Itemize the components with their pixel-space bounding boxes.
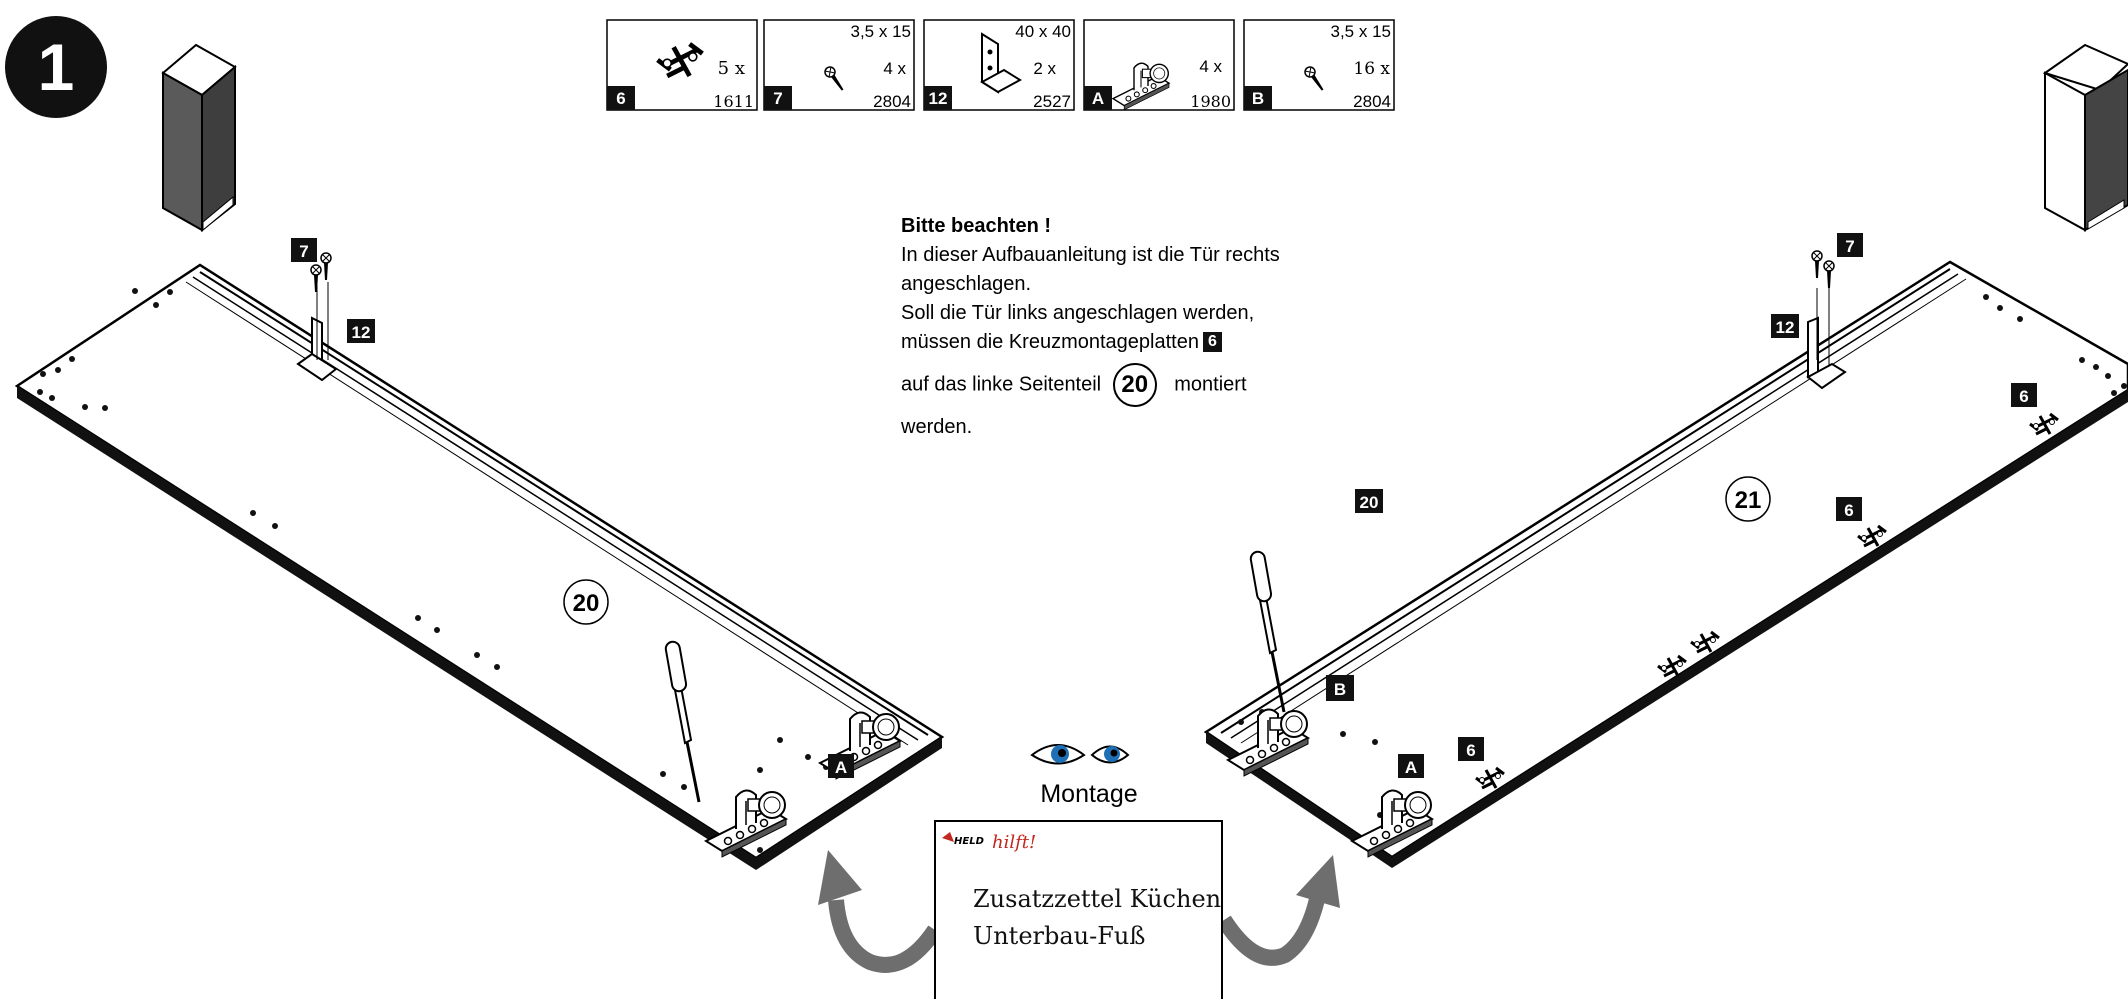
step-number-circle (5, 16, 107, 118)
part-badge: 6 (616, 89, 625, 108)
plate-badge-6-bottom: 6 (1466, 741, 1475, 760)
note-heading: Bitte beachten ! (901, 215, 1052, 237)
part-size: 3,5 x 15 (1331, 22, 1392, 41)
brand-name: HELD (954, 836, 984, 847)
bracket-badge-12-right: 12 (1776, 318, 1795, 337)
part-qty: 5 x (718, 58, 745, 79)
part-cell-a: 4 x A 1980 (1083, 19, 1235, 111)
panel-number-20: 20 (573, 590, 600, 617)
parts-list: 5 x 6 1611 3,5 x 15 4 x 7 2804 40 x 40 2… (606, 19, 1395, 111)
foot-badge-a-right: A (1405, 758, 1417, 777)
screw-icon (320, 252, 332, 281)
eyes-icon (1030, 744, 1130, 765)
note-line-text: montiert (1174, 373, 1247, 396)
part-qty: 4 x (1199, 57, 1222, 76)
step-number: 1 (38, 30, 75, 104)
part-cell-6: 5 x 6 1611 (606, 19, 758, 111)
angle-bracket-icon (980, 32, 1022, 94)
note-line-text: auf das linke Seitenteil (901, 373, 1102, 396)
note-line-text: müssen die Kreuzmontageplatten (901, 331, 1199, 353)
screw-icon (1823, 260, 1835, 289)
note-line: In dieser Aufbauanleitung ist die Tür re… (901, 244, 1280, 266)
part-article: 1980 (1190, 92, 1231, 111)
insert-sheet-title: Zusatzzettel Küchen Unterbau-Fuß (973, 881, 1221, 955)
part-badge: 12 (929, 89, 948, 108)
brand-logo: HELD hilft! (942, 832, 1036, 853)
part-badge: B (1252, 89, 1264, 108)
screw-icon (1811, 250, 1823, 279)
part-cell-b: 3,5 x 15 16 x B 2804 (1243, 19, 1395, 111)
part-qty: 16 x (1353, 59, 1390, 79)
part-size: 40 x 40 (1015, 22, 1071, 41)
note-panel-number: 20 (1112, 363, 1157, 407)
plate-badge-6-middle: 6 (1844, 501, 1853, 520)
note-line: Soll die Tür links angeschlagen werden, (901, 302, 1255, 324)
center-badge-20: 20 (1360, 493, 1379, 512)
screwdriver-icon (1248, 549, 1286, 714)
part-cell-12: 40 x 40 2 x 12 2527 (923, 19, 1075, 111)
angle-bracket-icon (296, 282, 338, 382)
arrow-right-icon (1217, 855, 1340, 966)
screw-badge-b: B (1334, 680, 1346, 699)
insert-sheet: HELD hilft! (934, 820, 1223, 999)
montage-label: Montage (1040, 780, 1137, 808)
part-article: 2527 (1033, 92, 1071, 111)
part-qty: 4 x (883, 59, 906, 78)
part-size: 3,5 x 15 (851, 22, 912, 41)
part-cell-7: 3,5 x 15 4 x 7 2804 (763, 19, 915, 111)
insert-title-line-1: Zusatzzettel Küchen (973, 885, 1222, 913)
screw-icon (310, 264, 322, 293)
right-side-panel: 7 12 6 6 6 B A 21 (1203, 233, 2128, 868)
left-side-panel: 7 12 20 A (14, 238, 945, 870)
bracket-badge-12-left: 12 (352, 323, 371, 342)
cabinet-icon-right (2042, 43, 2128, 232)
part-badge: 7 (773, 89, 782, 108)
part-qty: 2 x (1033, 59, 1056, 78)
note-line: auf das linke Seitenteil 20 montiert (901, 363, 1321, 407)
cabinet-icon-left (161, 43, 237, 233)
brand-tag: hilft! (992, 832, 1036, 853)
plate-badge-6-top: 6 (2019, 387, 2028, 406)
part-badge: A (1092, 89, 1104, 108)
note-part-badge: 6 (1202, 332, 1222, 352)
part-article: 2804 (1353, 92, 1391, 111)
panel-number-21: 21 (1735, 487, 1762, 514)
note-line: angeschlagen. (901, 273, 1032, 295)
part-article: 1611 (713, 92, 754, 111)
screw-badge-7-right: 7 (1845, 237, 1854, 256)
arrow-left-icon (818, 850, 942, 973)
part-article: 2804 (873, 92, 911, 111)
screw-badge-7-left: 7 (299, 242, 308, 261)
note-line: werden. (901, 416, 973, 438)
angle-bracket-icon (1806, 286, 1847, 390)
assembly-note: Bitte beachten ! In dieser Aufbauanleitu… (901, 212, 1321, 442)
insert-title-line-2: Unterbau-Fuß (973, 922, 1146, 950)
foot-badge-a-left: A (835, 758, 847, 777)
